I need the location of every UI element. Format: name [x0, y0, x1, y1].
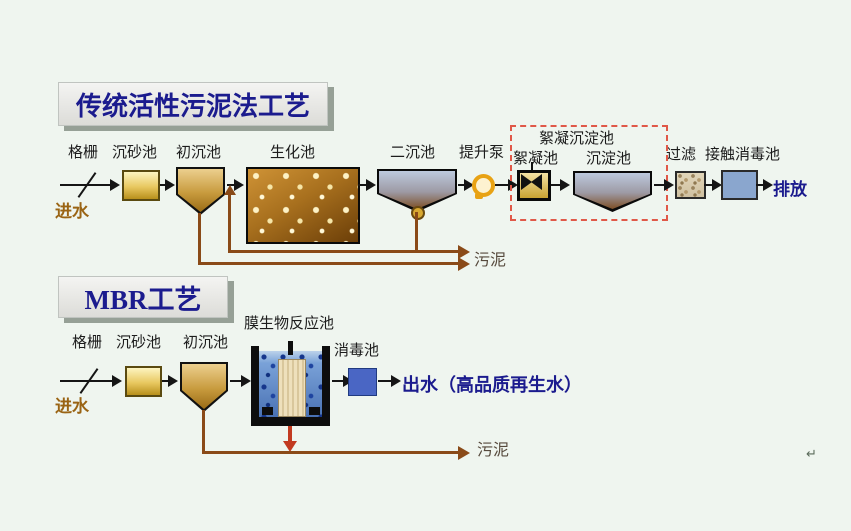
- lift-pump-icon: [472, 174, 495, 197]
- connector-line: [495, 184, 509, 186]
- connector-arrowhead: [391, 375, 401, 387]
- primary-tank-1: [176, 167, 225, 215]
- mbr-wall-left: [251, 346, 259, 426]
- sludge-line-upper: [228, 250, 460, 253]
- grit-chamber-1: [122, 170, 160, 201]
- mbr-wall-right: [322, 346, 330, 426]
- sludge-return-riser: [228, 194, 231, 252]
- lift-pump-base: [475, 193, 483, 199]
- primary-tank-1-fill: [178, 169, 223, 212]
- sludge-drop-primary-1: [198, 213, 201, 265]
- connector-line: [358, 184, 366, 186]
- sludge-line-lower: [198, 262, 460, 265]
- connector-arrowhead: [234, 179, 244, 191]
- secondary-clarifier-fill: [379, 171, 455, 209]
- sludge-arrowhead-lower: [458, 257, 470, 271]
- label-grid-1: 格栅: [68, 144, 99, 161]
- mbr-tank: [251, 341, 330, 426]
- label-contact: 接触消毒池: [705, 146, 781, 163]
- connector-arrowhead: [168, 375, 178, 387]
- process2-title: MBR工艺: [84, 284, 202, 315]
- connector-arrowhead: [165, 179, 175, 191]
- process2-title-plaque: MBR工艺: [58, 276, 228, 318]
- label-sludge-1: 污泥: [474, 252, 507, 269]
- mbr-sludge-arrowhead: [283, 441, 297, 452]
- label-secondary: 二沉池: [390, 144, 436, 161]
- mixer-shaft: [531, 162, 533, 171]
- connector-line: [378, 380, 392, 382]
- grit-chamber-2: [125, 366, 162, 397]
- contact-tank: [721, 170, 758, 200]
- label-primary-1: 初沉池: [176, 144, 222, 161]
- disinfect-tank: [348, 368, 377, 396]
- connector-arrowhead: [664, 179, 674, 191]
- mbr-wall-bottom: [251, 417, 330, 426]
- mixer-icon: [521, 174, 532, 190]
- mixer-icon: [531, 174, 542, 190]
- connector-line: [230, 380, 242, 382]
- process1-title: 传统活性污泥法工艺: [75, 91, 310, 121]
- label-pump: 提升泵: [459, 144, 505, 161]
- connector-line: [551, 184, 561, 186]
- membrane-module: [278, 359, 306, 417]
- sludge-arrowhead-upper: [458, 245, 470, 259]
- diffuser-block-left: [262, 407, 273, 415]
- label-grid-2: 格栅: [72, 334, 103, 351]
- label-grit-2: 沉砂池: [116, 334, 162, 351]
- connector-arrowhead: [712, 179, 722, 191]
- connector-line: [162, 380, 169, 382]
- sludge-drop-primary-2: [202, 410, 205, 453]
- connector-line: [160, 184, 166, 186]
- mbr-sludge-drop: [288, 426, 292, 442]
- sludge-drop-secondary: [415, 212, 418, 252]
- connector-line: [332, 380, 344, 382]
- sludge-arrowhead-2: [458, 446, 470, 460]
- connector-arrowhead: [560, 179, 570, 191]
- label-floc-group: 絮凝沉淀池: [539, 130, 615, 147]
- primary-tank-2: [180, 362, 228, 412]
- floc-sed-group-box: [510, 125, 668, 221]
- label-grit-1: 沉砂池: [112, 144, 158, 161]
- connector-arrowhead: [366, 179, 376, 191]
- influent-arrowhead-1: [110, 179, 120, 191]
- connector-line: [458, 184, 465, 186]
- connector-arrowhead: [508, 179, 518, 191]
- connector-line: [654, 184, 665, 186]
- influent-line-2: [60, 380, 112, 382]
- label-primary-2: 初沉池: [183, 334, 229, 351]
- label-floc: 絮凝池: [513, 150, 559, 167]
- label-mbr: 膜生物反应池: [244, 315, 335, 332]
- label-filter: 过滤: [666, 146, 697, 163]
- connector-arrowhead: [763, 179, 773, 191]
- label-effluent: 出水（高品质再生水）: [402, 375, 582, 395]
- process1-title-plaque: 传统活性污泥法工艺: [58, 82, 328, 126]
- return-mark: ↵: [806, 446, 817, 461]
- label-disinfect: 消毒池: [334, 342, 380, 359]
- membrane-permeate-pipe: [288, 341, 293, 355]
- diffuser-block-right: [309, 407, 320, 415]
- label-influent-2: 进水: [55, 397, 89, 416]
- influent-arrowhead-2: [112, 375, 122, 387]
- label-sludge-2: 污泥: [477, 442, 510, 459]
- filter-box: [675, 171, 706, 199]
- clarifier-drain-joint: [411, 206, 425, 220]
- connector-arrowhead: [241, 375, 251, 387]
- primary-tank-2-fill: [182, 364, 226, 409]
- label-sed: 沉淀池: [586, 150, 632, 167]
- bio-tank: [246, 167, 360, 244]
- sludge-line-2: [202, 451, 460, 454]
- label-bio: 生化池: [270, 144, 316, 161]
- connector-arrowhead: [464, 179, 474, 191]
- connector-line: [704, 184, 713, 186]
- label-influent-1: 进水: [55, 202, 89, 221]
- label-discharge: 排放: [773, 180, 807, 199]
- sludge-return-arrowhead: [224, 185, 236, 195]
- connector-line: [756, 184, 764, 186]
